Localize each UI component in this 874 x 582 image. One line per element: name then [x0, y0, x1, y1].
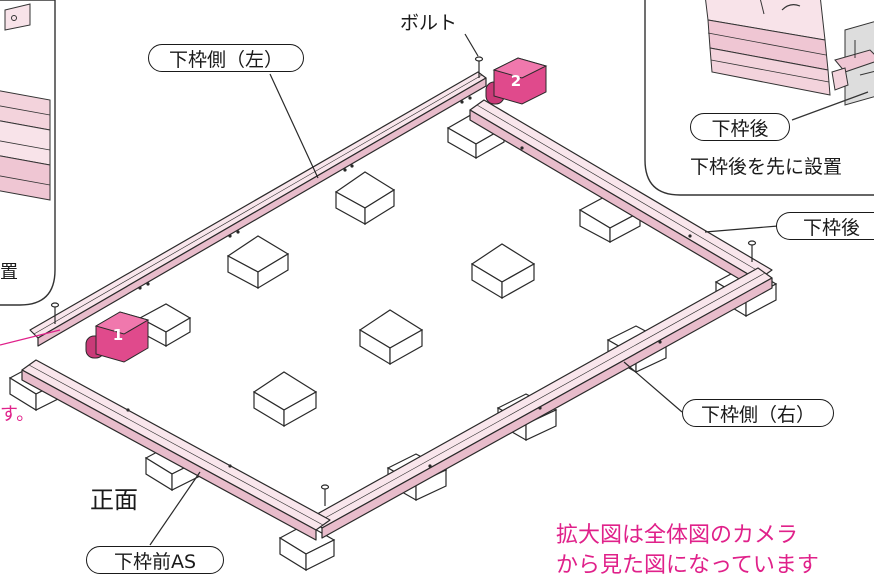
support-block — [226, 235, 290, 290]
bolt-left — [50, 302, 60, 324]
rail-hole-marks — [126, 96, 692, 468]
support-block — [334, 171, 396, 226]
rail-side-left — [29, 71, 487, 347]
camera-1-number: 1 — [113, 326, 123, 344]
support-block — [578, 193, 642, 243]
right-inset-rail — [705, 0, 874, 106]
support-block — [470, 243, 536, 300]
frame — [21, 71, 773, 541]
rear-right-label: 下枠後 — [776, 212, 874, 240]
leader-bolt — [464, 33, 479, 57]
support-block — [252, 371, 318, 428]
leader-front-as — [149, 471, 201, 546]
side-right-label: 下枠側（右） — [682, 399, 834, 427]
leader-lines — [0, 33, 779, 546]
rail-front — [21, 359, 331, 541]
support-block — [278, 523, 336, 572]
rear-first-note: 下枠後を先に設置 — [690, 156, 843, 178]
leader-left-note — [0, 329, 61, 346]
left-inset-cut-text: 置 — [0, 262, 18, 283]
leader-side-left — [269, 73, 319, 179]
left-inset-rail — [0, 3, 51, 201]
bolt-label: ボルト — [400, 12, 458, 34]
support-block — [358, 309, 424, 366]
bolt-bottom — [320, 484, 330, 506]
camera-1-icon: 1 — [85, 311, 150, 363]
left-inset — [0, 0, 56, 306]
right-inset — [644, 0, 874, 196]
front-as-label: 下枠前AS — [86, 546, 224, 574]
camera-note-line1: 拡大図は全体図のカメラ — [556, 523, 799, 548]
side-left-label: 下枠側（左） — [148, 44, 304, 72]
leader-side-right — [623, 361, 683, 413]
rear-inset-label: 下枠後 — [690, 113, 790, 141]
leader-rear-right — [704, 225, 779, 233]
bolt-top — [474, 56, 484, 78]
rear-inset-leader — [791, 91, 869, 121]
left-note-cut-text: す。 — [0, 404, 35, 425]
bolt-right — [747, 240, 757, 262]
bolts — [50, 56, 757, 506]
camera-note-line2: から見た図になっています — [556, 553, 819, 578]
camera-2-icon: 2 — [485, 57, 548, 105]
front-label: 正面 — [90, 486, 138, 514]
camera-2-number: 2 — [511, 72, 521, 90]
